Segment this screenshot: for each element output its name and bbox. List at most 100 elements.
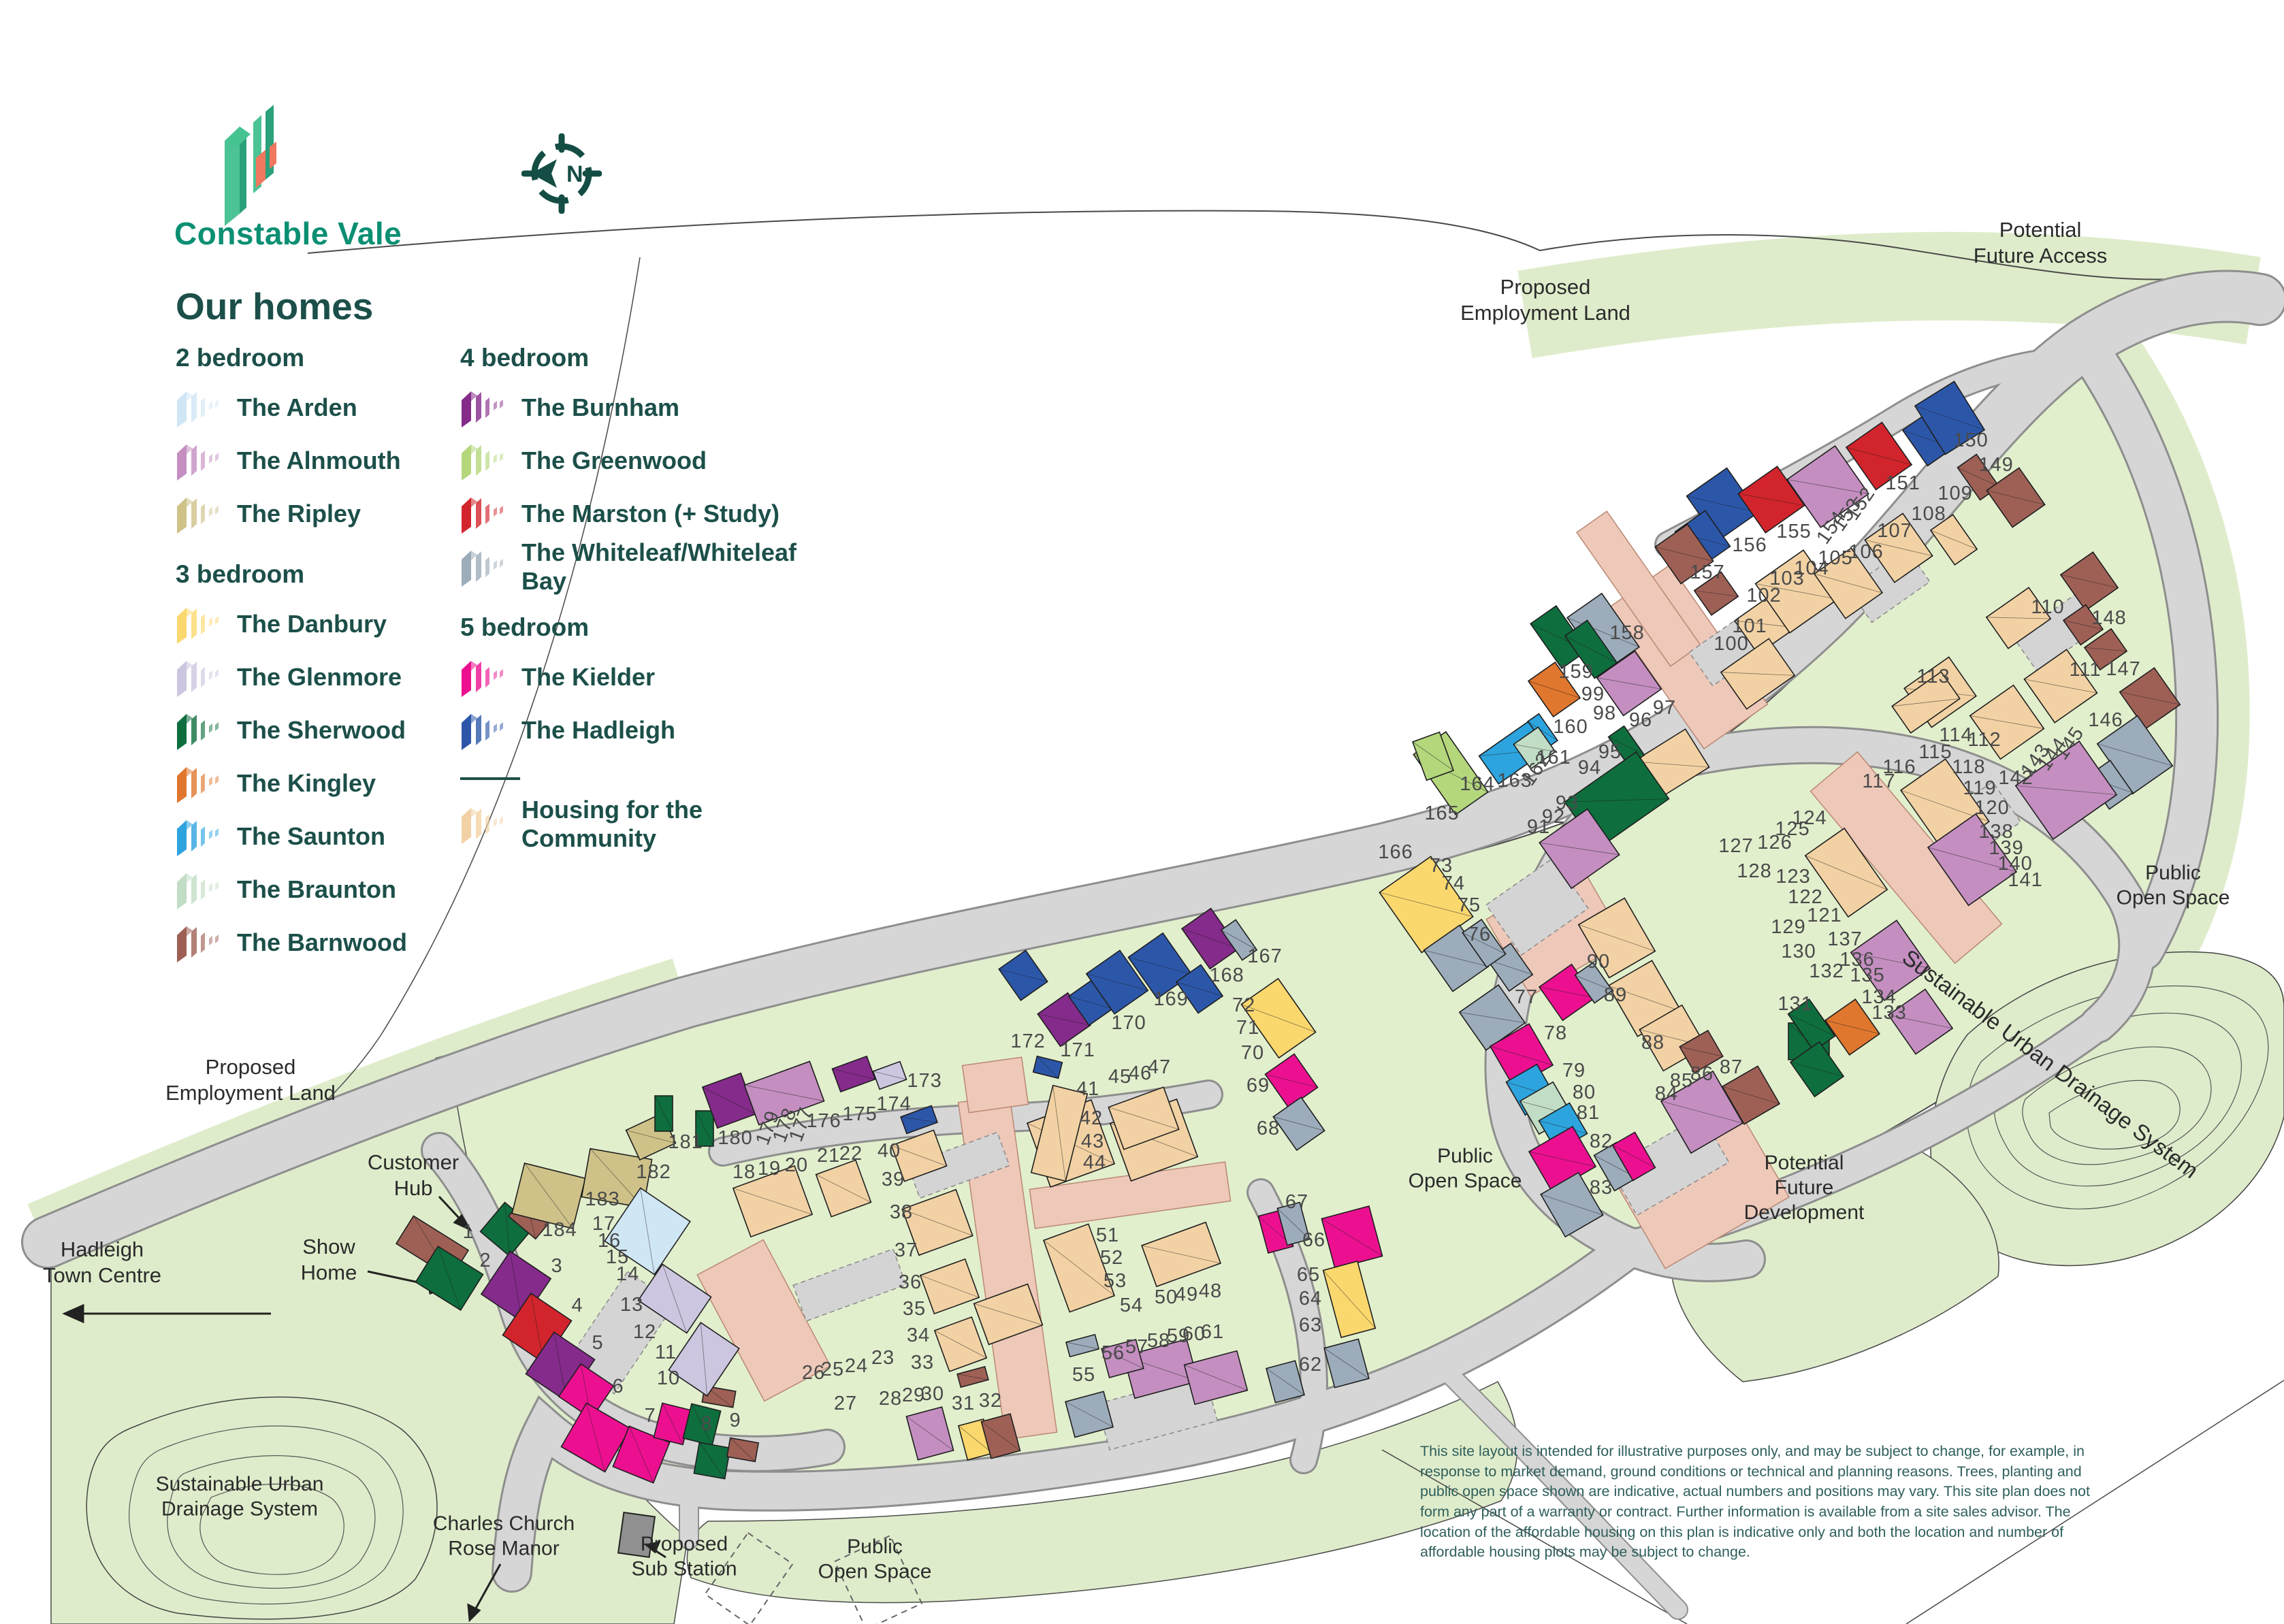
building-community [1804, 827, 1888, 918]
plot-number: 79 [1562, 1060, 1586, 1082]
plot-number: 90 [1587, 951, 1610, 973]
plot-number: 65 [1297, 1264, 1320, 1286]
plot-number: 63 [1299, 1314, 1322, 1336]
plot-number: 50 [1155, 1286, 1178, 1308]
plot-number: 134 [1861, 986, 1896, 1008]
plot-number: 147 [2106, 658, 2140, 680]
building-sherwood [693, 1442, 731, 1480]
building-community [1891, 670, 1961, 734]
plot-number: 87 [1720, 1056, 1743, 1078]
building-barnwood [2062, 604, 2104, 646]
plot-number: 78 [1544, 1022, 1567, 1044]
plot-number: 21 [817, 1145, 840, 1167]
house-type-name: The Glenmore [237, 663, 402, 691]
plot-number: 107 [1877, 520, 1912, 542]
house-type-icon [462, 661, 503, 697]
building-whiteleaf [1540, 1171, 1604, 1238]
house-type-name: The Marston (+ Study) [521, 500, 780, 527]
legend-item: The Hadleigh [460, 704, 841, 757]
house-type-icon [462, 498, 503, 534]
plot-number: 133 [1871, 1002, 1906, 1024]
building-sherwood [415, 1245, 484, 1312]
legend-item: The Braunton [176, 863, 462, 916]
plot-number: 168 [1209, 964, 1244, 986]
legend-item: The Sherwood [176, 704, 462, 757]
building-layer [395, 380, 2181, 1484]
legend-item: The Greenwood [460, 434, 841, 487]
plot-number: 30 [921, 1383, 944, 1405]
plot-number: 25 [821, 1359, 844, 1380]
north-compass-icon: N [521, 133, 602, 214]
svg-text:Public: Public [847, 1536, 903, 1558]
building-sherwood [1530, 604, 1588, 670]
svg-text:Employment Land: Employment Land [165, 1081, 336, 1105]
plot-number: 8 [701, 1413, 712, 1435]
legend-item: The Arden [176, 381, 462, 434]
plot-number: 69 [1246, 1075, 1270, 1097]
house-type-icon [177, 661, 219, 697]
svg-text:Open Space: Open Space [2117, 887, 2230, 909]
compass-north-label: N [566, 161, 583, 187]
plot-number: 106 [1848, 541, 1883, 563]
plot-number: 71 [1236, 1017, 1259, 1039]
building-greenwood [1411, 731, 1455, 781]
plot-number: 9 [729, 1410, 741, 1431]
plot-number: 47 [1148, 1056, 1171, 1078]
building-hadleigh [899, 1105, 939, 1135]
legend-title: Our homes [176, 285, 374, 327]
plot-number: 85 [1670, 1070, 1693, 1092]
plot-number: 57 [1125, 1336, 1148, 1358]
plot-number: 4 [571, 1295, 583, 1316]
arrow-charles-church [467, 1603, 481, 1623]
building-barnwood [1721, 1065, 1781, 1125]
svg-text:Town Centre: Town Centre [43, 1263, 161, 1287]
plot-number: 184 [542, 1219, 577, 1241]
building-danbury [1240, 977, 1317, 1059]
plot-number: 180 [718, 1127, 752, 1149]
building-community [815, 1159, 872, 1218]
plot-number: 88 [1641, 1032, 1664, 1054]
svg-text:Future: Future [1775, 1177, 1834, 1199]
plot-number: 100 [1714, 633, 1748, 655]
plot-number: 176 [806, 1110, 841, 1132]
plot-number: 167 [1247, 945, 1282, 967]
svg-text:Potential: Potential [1765, 1152, 1844, 1174]
plot-number: 3 [551, 1255, 562, 1277]
building-whiteleaf [1574, 962, 1613, 1004]
plot-number: 123 [1775, 866, 1810, 888]
plot-number: 174 [876, 1093, 911, 1115]
plot-number: 17 [592, 1213, 615, 1235]
plot-number: 92 [1542, 806, 1565, 828]
plot-number: 114 [1939, 724, 1972, 746]
plot-number: 129 [1771, 916, 1805, 938]
building-community [1577, 897, 1656, 979]
plot-number: 42 [1080, 1107, 1103, 1129]
legend-item: The Saunton [176, 810, 462, 863]
house-type-icon [177, 926, 219, 962]
house-type-name: The Arden [237, 393, 357, 421]
plot-number: 126 [1757, 832, 1792, 854]
house-type-name: The Ripley [237, 500, 361, 527]
building-barnwood [1679, 1029, 1724, 1074]
plot-number: 150 [1953, 429, 1988, 451]
building-community [890, 1129, 948, 1182]
future-building-outline [833, 1534, 923, 1624]
legend-item: The Ripley [176, 487, 462, 540]
plot-number: 64 [1299, 1288, 1322, 1310]
plot-number: 140 [1997, 853, 2032, 875]
plot-number: 66 [1302, 1229, 1325, 1251]
svg-text:Proposed: Proposed [1500, 275, 1591, 299]
plot-number: 157 [1690, 562, 1724, 583]
building-barnwood [2119, 667, 2181, 730]
svg-text:Proposed: Proposed [641, 1533, 728, 1555]
plot-number: 181 [668, 1131, 703, 1153]
svg-text:Future Access: Future Access [1974, 244, 2107, 267]
plot-number: 89 [1604, 984, 1627, 1006]
plot-number: 182 [636, 1161, 671, 1183]
